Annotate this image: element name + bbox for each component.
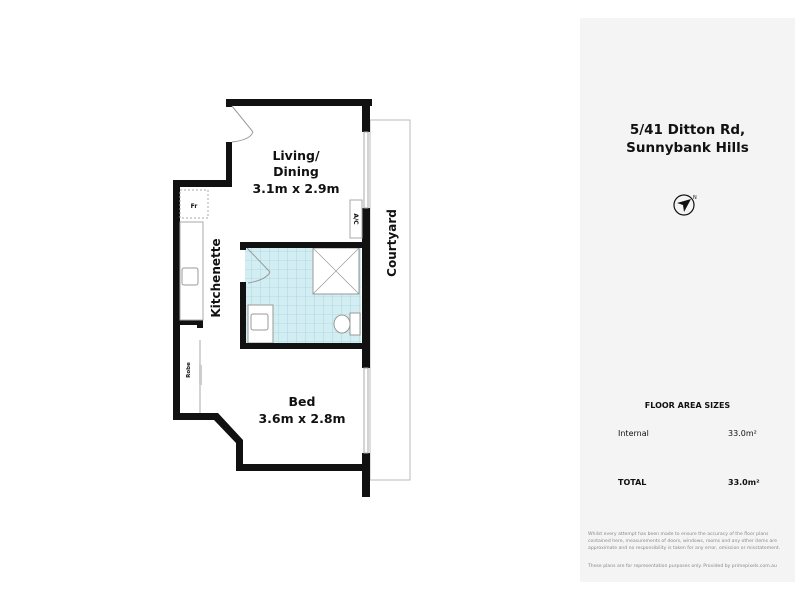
ac-label: A/C [352,213,359,225]
internal-value: 33.0m² [728,429,757,438]
toilet [333,314,351,334]
total-label: TOTAL [618,478,647,487]
floor-plan: Living/ Dining 3.1m x 2.9m Bed 3.6m x 2.… [173,99,411,497]
bed-size: 3.6m x 2.8m [258,411,345,426]
disclaimer: Whilst every attempt has been made to en… [588,532,781,551]
kitchenette-label: Kitchenette [209,238,223,317]
svg-text:N: N [693,195,697,201]
provided-by: These plans are for representation purpo… [588,564,777,569]
ac-unit [349,199,363,239]
address: 5/41 Ditton Rd, Sunnybank Hills [580,121,795,157]
fridge-label: Fr [191,203,198,210]
courtyard-area [369,119,411,481]
north-arrow-icon: N [673,194,697,216]
walls [173,99,372,497]
internal-label: Internal [618,429,649,438]
info-panel: 5/41 Ditton Rd, Sunnybank Hills N FLOOR … [580,18,795,582]
living-label: Living/ [272,148,320,163]
living-size: 3.1m x 2.9m [252,181,339,196]
fridge [179,189,209,219]
entry-door [231,105,254,143]
floor-area-heading: FLOOR AREA SIZES [644,401,731,410]
robe-label: Robe [186,362,192,378]
courtyard-label: Courtyard [385,209,399,277]
kitchen-sink [181,267,199,286]
bed-label: Bed [289,394,316,409]
address-line-2: Sunnybank Hills [626,140,749,156]
address-line-1: 5/41 Ditton Rd, [629,122,746,138]
living-label-2: Dining [273,164,319,179]
total-value: 33.0m² [728,478,760,487]
